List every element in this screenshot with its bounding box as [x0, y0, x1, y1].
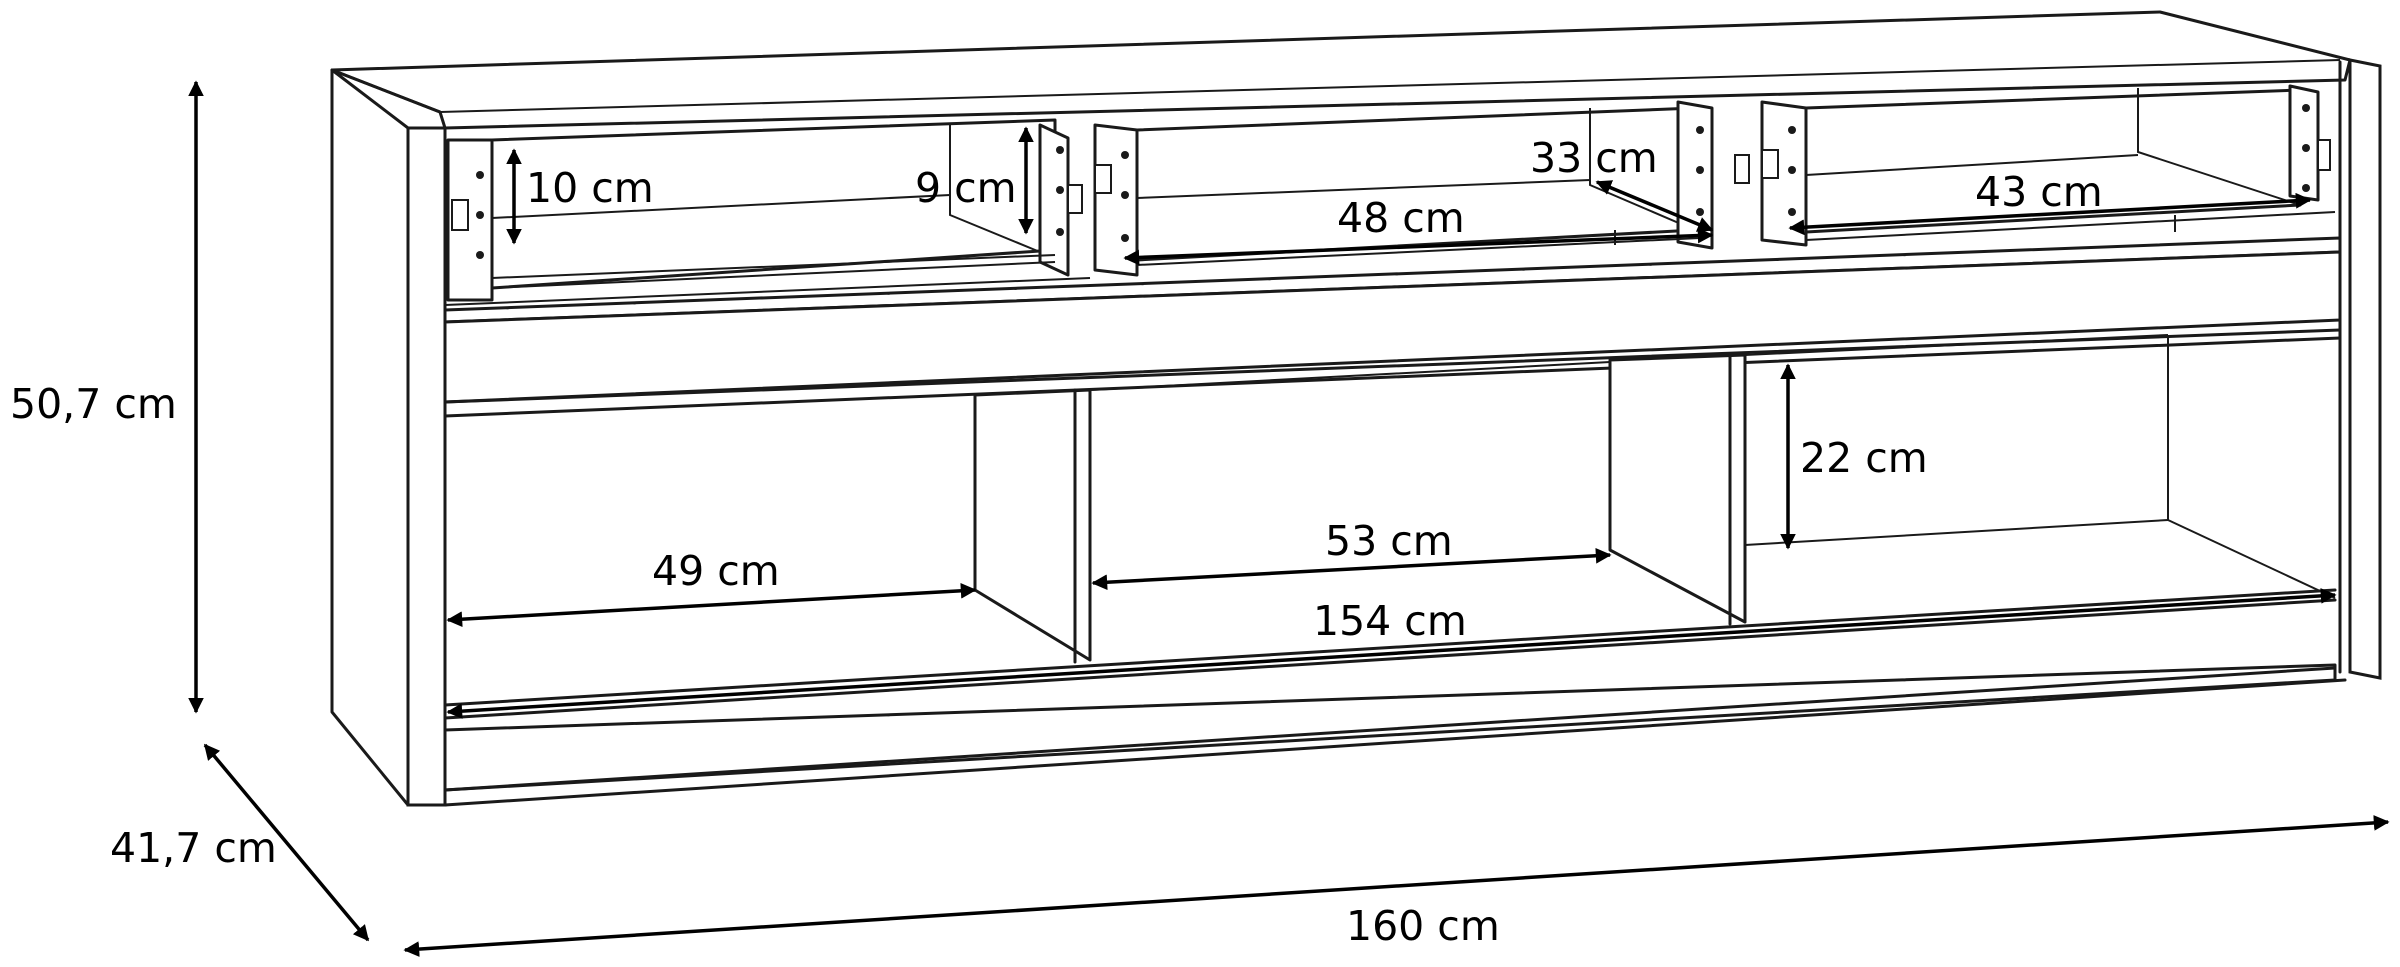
shelf-left-width-label: 49 cm — [652, 547, 780, 595]
drawer-left-height-label: 10 cm — [526, 164, 654, 212]
width-label: 160 cm — [1346, 902, 1500, 950]
shelf-middle-width-line — [1091, 547, 1612, 591]
drawer-right-width-line — [1788, 192, 2312, 236]
drawer-right — [1760, 84, 2336, 247]
drawer-depth-label: 33 cm — [1530, 134, 1658, 182]
dimension-labels: 50,7 cm 41,7 cm 160 cm 10 cm 9 cm 33 cm … — [10, 134, 2103, 950]
shelf-middle-width-label: 53 cm — [1325, 517, 1453, 565]
width-dimension-line — [403, 815, 2390, 957]
depth-dimension-line — [203, 743, 370, 942]
left-side-panel — [330, 68, 410, 807]
right-front-edge — [2348, 58, 2382, 680]
drawer-middle — [1093, 100, 1714, 277]
dimension-lines — [188, 80, 2390, 957]
inner-width-line — [446, 588, 2337, 719]
shelf-height-label: 22 cm — [1800, 434, 1928, 482]
drawer-right-width-label: 43 cm — [1975, 168, 2103, 216]
inner-width-label: 154 cm — [1313, 597, 1467, 645]
left-front-edge — [406, 126, 447, 807]
drawer-depth-line — [1595, 180, 1714, 232]
divider-left — [973, 388, 1092, 662]
drawer-middle-height-label: 9 cm — [915, 164, 1017, 212]
depth-label: 41,7 cm — [110, 824, 277, 872]
drawer-left — [444, 118, 1091, 306]
height-label: 50,7 cm — [10, 380, 177, 428]
divider-right — [1608, 353, 1747, 624]
drawer-middle-width-line — [1123, 227, 1714, 266]
drawer-middle-width-label: 48 cm — [1337, 194, 1465, 242]
